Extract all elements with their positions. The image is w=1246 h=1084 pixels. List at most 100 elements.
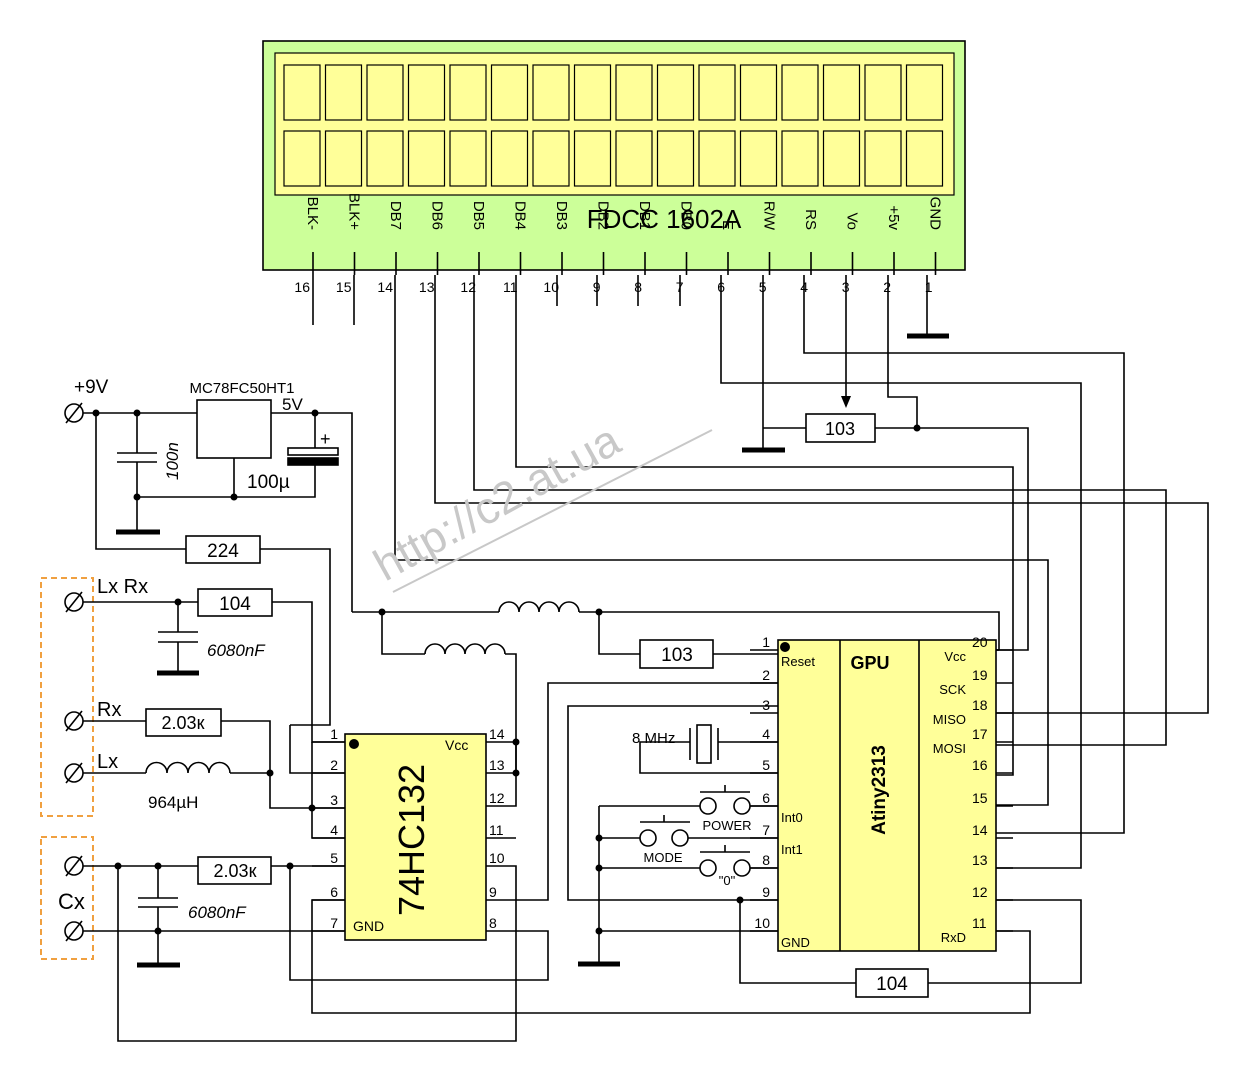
- regulator-out-label: 5V: [282, 395, 303, 414]
- lcd-char-cell: [864, 130, 902, 187]
- gpu-pin-label: MOSI: [933, 741, 966, 756]
- gpu-pin-label: Reset: [781, 654, 815, 669]
- lcd-pin-label: Vo: [844, 212, 861, 230]
- terminal-lx: [64, 762, 84, 784]
- button-zero[interactable]: [699, 845, 751, 877]
- terminal-label: Lx Rx: [97, 576, 148, 598]
- gpu-pin-number: 10: [754, 915, 770, 931]
- lcd-char-cell: [573, 130, 612, 187]
- logic-pin-number: 4: [330, 822, 338, 838]
- ic-name: 74HC132: [391, 764, 432, 916]
- logic-pin-number: 5: [330, 850, 338, 866]
- crystal-label: 8 MHz: [632, 730, 675, 747]
- button-label: POWER: [702, 818, 751, 833]
- resistor-value: 2.03к: [162, 713, 205, 733]
- gpu-pin-number: 9: [762, 884, 770, 900]
- voltage-regulator: [196, 399, 272, 459]
- regulator-name: MC78FC50HT1: [189, 380, 294, 397]
- lcd-char-cell: [449, 64, 487, 121]
- gpu-pin-label: Vcc: [944, 649, 966, 664]
- lcd-pin-number: 15: [336, 279, 352, 295]
- terminal-label: Lx: [97, 751, 118, 773]
- logic-pin-number: 10: [489, 850, 505, 866]
- terminal-9v: [64, 402, 84, 424]
- gpu-pin-number: 19: [972, 667, 988, 683]
- logic-pin-number: 6: [330, 884, 338, 900]
- button-power[interactable]: [699, 785, 751, 815]
- logic-pin-number: 3: [330, 792, 338, 808]
- lcd-char-cell: [781, 130, 819, 187]
- crystal: [696, 724, 712, 764]
- gpu-pin-label: SCK: [939, 682, 966, 697]
- lcd-pin-label: GND: [927, 197, 944, 231]
- resistor-value: 103: [825, 419, 855, 439]
- lcd-pin-label: DB6: [429, 201, 446, 230]
- lcd-char-cell: [532, 130, 570, 187]
- gpu-pin-number: 1: [762, 634, 770, 650]
- gpu-pin-number: 5: [762, 757, 770, 773]
- button-mode[interactable]: [639, 815, 690, 847]
- lcd-char-cell: [490, 130, 529, 187]
- ic-name: Atiny2313: [869, 745, 890, 835]
- lcd-pin-label: E: [719, 220, 736, 230]
- terminal-lxrx: [64, 591, 84, 613]
- cap-value: 6080nF: [188, 903, 247, 922]
- gpu-pin-number: 3: [762, 697, 770, 713]
- logic-pin-number: 7: [330, 915, 338, 931]
- logic-pin-number: 8: [489, 915, 497, 931]
- resistor-203-rx: [145, 708, 222, 737]
- logic-pin-number: 9: [489, 884, 497, 900]
- contrast-potentiometer: [805, 413, 876, 443]
- lcd-char-cell: [739, 130, 778, 187]
- lcd-pin-label: DB3: [553, 201, 570, 230]
- lcd-pin-label: RS: [802, 209, 819, 230]
- pin1-marker: [349, 739, 359, 749]
- lcd-pin-number: 10: [543, 279, 559, 295]
- lcd-pin-label: DB4: [512, 201, 529, 230]
- lcd-char-cell: [739, 64, 778, 121]
- gpu-pin-number: 4: [762, 726, 770, 742]
- gpu-pin-number: 13: [972, 852, 988, 868]
- lcd-pin-label: DB2: [595, 201, 612, 230]
- lcd-char-cell: [615, 130, 653, 187]
- lcd-char-cell: [822, 64, 861, 121]
- resistor-value: 104: [219, 594, 251, 615]
- gpu-pin-number: 20: [972, 634, 988, 650]
- lcd-pin-label: R/W: [761, 201, 778, 231]
- terminal-label: Cx: [58, 889, 85, 914]
- lcd-char-cell: [822, 130, 861, 187]
- terminal-block-bottom: [40, 836, 94, 960]
- ic-attiny2313: [777, 639, 997, 952]
- lcd-pin-number: 12: [460, 279, 476, 295]
- lcd-pin-label: BLK-: [304, 197, 321, 230]
- gpu-header: GPU: [850, 653, 889, 673]
- lcd-char-cell: [864, 64, 902, 121]
- gpu-pin-label: MISO: [933, 712, 966, 727]
- terminal-block-top: [40, 577, 94, 817]
- terminal-label: Rx: [97, 699, 121, 721]
- lcd-pin-label: DB5: [470, 201, 487, 230]
- ic-gnd-label: GND: [353, 918, 384, 934]
- lcd-char-cell: [573, 64, 612, 121]
- logic-pin-number: 13: [489, 757, 505, 773]
- resistor-104-lx: [197, 588, 273, 617]
- ic-vcc-label: Vcc: [445, 737, 468, 753]
- lcd-pin-label: DB0: [678, 201, 695, 230]
- gpu-pin-number: 16: [972, 757, 988, 773]
- gpu-pin-number: 8: [762, 852, 770, 868]
- gpu-pin-label: Int1: [781, 842, 803, 857]
- lcd-pin-number: 1: [925, 279, 933, 295]
- cap-value: 100n: [163, 442, 182, 480]
- lcd-pin-label: +5v: [885, 205, 902, 230]
- lcd-char-cell: [283, 130, 321, 187]
- terminal-cx-2: [64, 920, 84, 942]
- resistor-value: 2.03к: [214, 861, 257, 881]
- gpu-pin-number: 11: [972, 915, 987, 931]
- resistor-value: 103: [661, 645, 693, 666]
- lcd-pin-number: 13: [419, 279, 435, 295]
- lcd-pin-number: 16: [294, 279, 310, 295]
- gpu-pin-number: 17: [972, 726, 988, 742]
- lcd-char-cell: [781, 64, 819, 121]
- gpu-pin-number: 12: [972, 884, 988, 900]
